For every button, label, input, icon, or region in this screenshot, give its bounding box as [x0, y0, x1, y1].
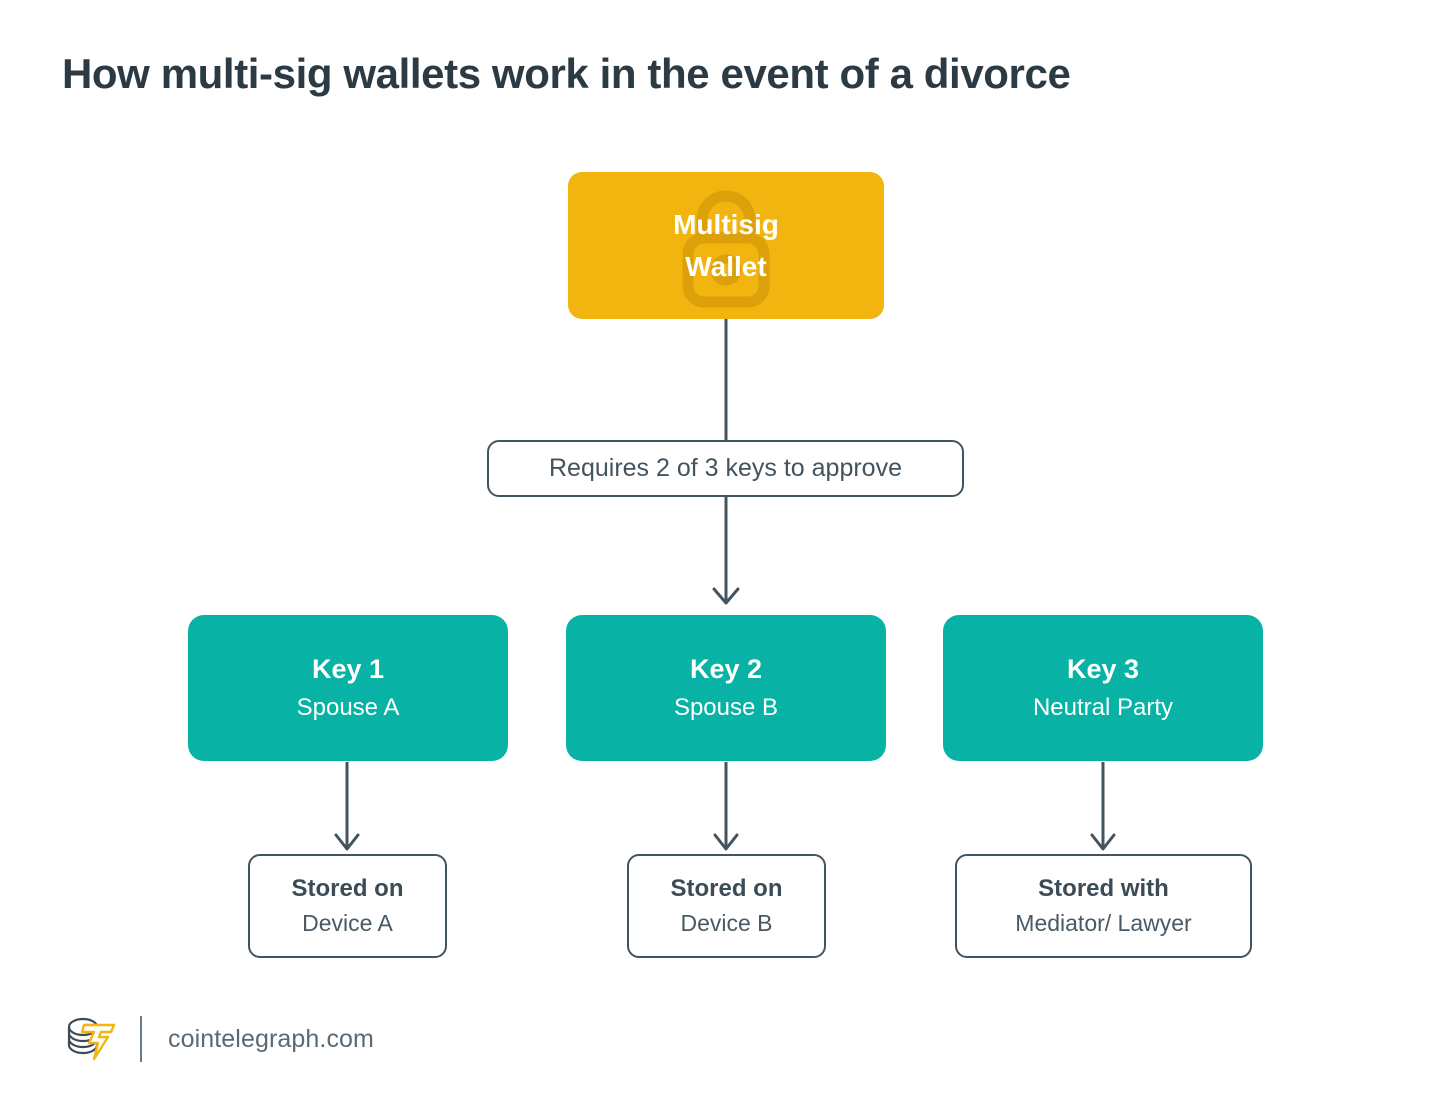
storage-node-2-detail: Device B: [680, 909, 773, 936]
key-node-3[interactable]: Key 3 Neutral Party: [943, 615, 1263, 761]
storage-node-2-title: Stored on: [670, 874, 783, 902]
cointelegraph-logo-icon[interactable]: [62, 1013, 118, 1065]
condition-node[interactable]: Requires 2 of 3 keys to approve: [487, 440, 964, 497]
key-node-2-holder: Spouse B: [673, 694, 779, 722]
storage-node-2[interactable]: Stored on Device B: [627, 854, 826, 958]
key-node-1-holder: Spouse A: [296, 694, 400, 722]
arrowhead-key2-to-store2: [713, 833, 739, 851]
key-node-1[interactable]: Key 1 Spouse A: [188, 615, 508, 761]
multisig-wallet-node[interactable]: Multisig Wallet: [568, 172, 884, 319]
multisig-wallet-label: Multisig Wallet: [673, 209, 779, 282]
condition-label: Requires 2 of 3 keys to approve: [549, 453, 902, 482]
storage-node-3-title: Stored with: [1038, 874, 1169, 902]
page-title: How multi-sig wallets work in the event …: [62, 50, 1071, 97]
arrowhead-key1-to-store1: [334, 833, 360, 851]
footer-site-label: cointelegraph.com: [168, 1024, 374, 1053]
storage-node-1-title: Stored on: [291, 874, 404, 902]
arrowhead-key3-to-store3: [1090, 833, 1116, 851]
key-node-1-title: Key 1: [311, 653, 385, 684]
key-node-3-title: Key 3: [1066, 653, 1140, 684]
footer: cointelegraph.com: [62, 1008, 374, 1070]
key-node-2-title: Key 2: [689, 653, 763, 684]
key-node-2[interactable]: Key 2 Spouse B: [566, 615, 886, 761]
key-node-3-holder: Neutral Party: [1032, 694, 1174, 722]
arrowhead-condition-to-keys: [712, 587, 740, 605]
footer-divider: [140, 1016, 142, 1062]
storage-node-3[interactable]: Stored with Mediator/ Lawyer: [955, 854, 1252, 958]
storage-node-1[interactable]: Stored on Device A: [248, 854, 447, 958]
storage-node-3-detail: Mediator/ Lawyer: [1015, 909, 1192, 936]
storage-node-1-detail: Device A: [302, 909, 393, 936]
